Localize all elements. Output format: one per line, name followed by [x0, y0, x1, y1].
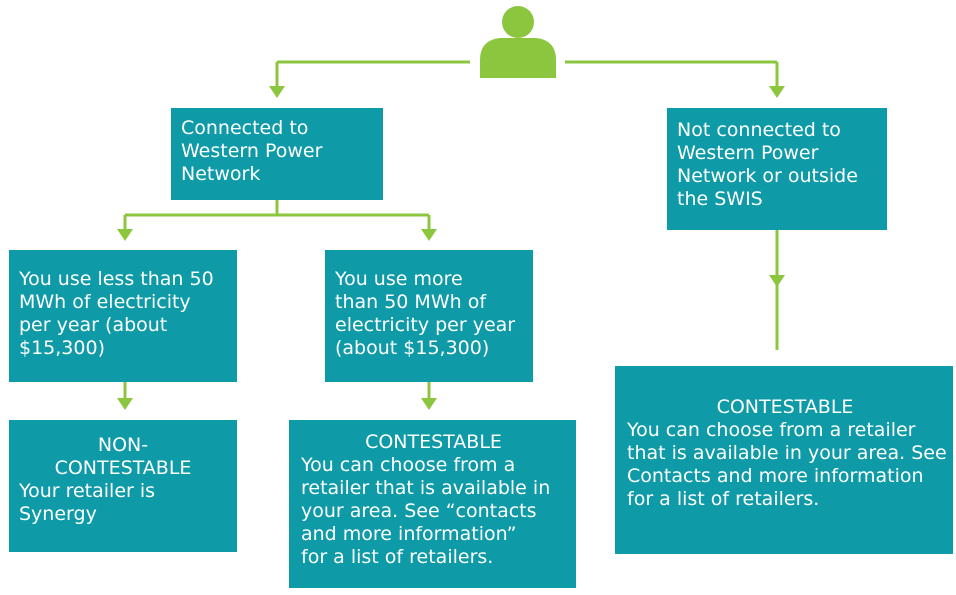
contestable-right-heading: CONTESTABLE	[716, 396, 854, 418]
less-than-line-3: per year (about	[19, 314, 168, 336]
contestable-right-line-4: for a list of retailers.	[627, 488, 820, 510]
contestable-right-box: CONTESTABLE You can choose from a retail…	[615, 366, 953, 554]
contestable-right-line-2: that is available in your area. See	[627, 442, 947, 464]
non-contestable-line-2: Synergy	[19, 503, 97, 525]
connected-line-1: Connected to	[181, 117, 309, 139]
non-contestable-box: NON- CONTESTABLE Your retailer is Synerg…	[9, 420, 237, 552]
more-than-line-3: electricity per year	[335, 314, 516, 336]
contestable-middle-heading: CONTESTABLE	[365, 431, 502, 453]
contestable-middle-line-1: You can choose from a	[301, 454, 516, 476]
arrowhead-less	[117, 229, 133, 241]
less-than-box: You use less than 50 MWh of electricity …	[9, 250, 237, 382]
connected-line-3: Network	[181, 163, 261, 185]
connected-box: Connected to Western Power Network	[171, 108, 383, 200]
less-than-line-1: You use less than 50	[19, 268, 214, 290]
not-connected-line-3: Network or outside	[677, 165, 858, 187]
not-connected-line-4: the SWIS	[677, 188, 763, 210]
contestable-middle-line-4: and more information”	[301, 523, 517, 545]
more-than-line-1: You use more	[335, 268, 463, 290]
contestable-middle-box: CONTESTABLE You can choose from a retail…	[289, 420, 576, 588]
connected-line-2: Western Power	[181, 140, 323, 162]
contestable-right-line-3: Contacts and more information	[627, 465, 924, 487]
less-than-line-2: MWh of electricity	[19, 291, 191, 313]
arrowhead-connected	[269, 86, 285, 98]
contestable-right-line-1: You can choose from a retailer	[627, 419, 916, 441]
arrowhead-notconnected-mid	[769, 275, 785, 287]
not-connected-box: Not connected to Western Power Network o…	[667, 108, 887, 230]
contestable-middle-line-5: for a list of retailers.	[301, 546, 494, 568]
not-connected-line-2: Western Power	[677, 142, 819, 164]
non-contestable-heading-2: CONTESTABLE	[54, 457, 192, 479]
more-than-line-4: (about $15,300)	[335, 337, 490, 359]
arrowhead-contestable-mid	[421, 398, 437, 410]
not-connected-line-1: Not connected to	[677, 119, 841, 141]
person-icon	[480, 6, 556, 78]
less-than-line-4: $15,300)	[19, 337, 105, 359]
arrowhead-more	[421, 229, 437, 241]
more-than-line-2: than 50 MWh of	[335, 291, 487, 313]
contestable-middle-line-2: retailer that is available in	[301, 477, 551, 499]
non-contestable-heading-1: NON-	[97, 434, 149, 456]
more-than-box: You use more than 50 MWh of electricity …	[325, 250, 533, 382]
arrowhead-noncontestable	[117, 398, 133, 410]
contestable-middle-line-3: your area. See “contacts	[301, 500, 537, 522]
non-contestable-line-1: Your retailer is	[19, 480, 156, 502]
arrowhead-not-connected	[769, 86, 785, 98]
